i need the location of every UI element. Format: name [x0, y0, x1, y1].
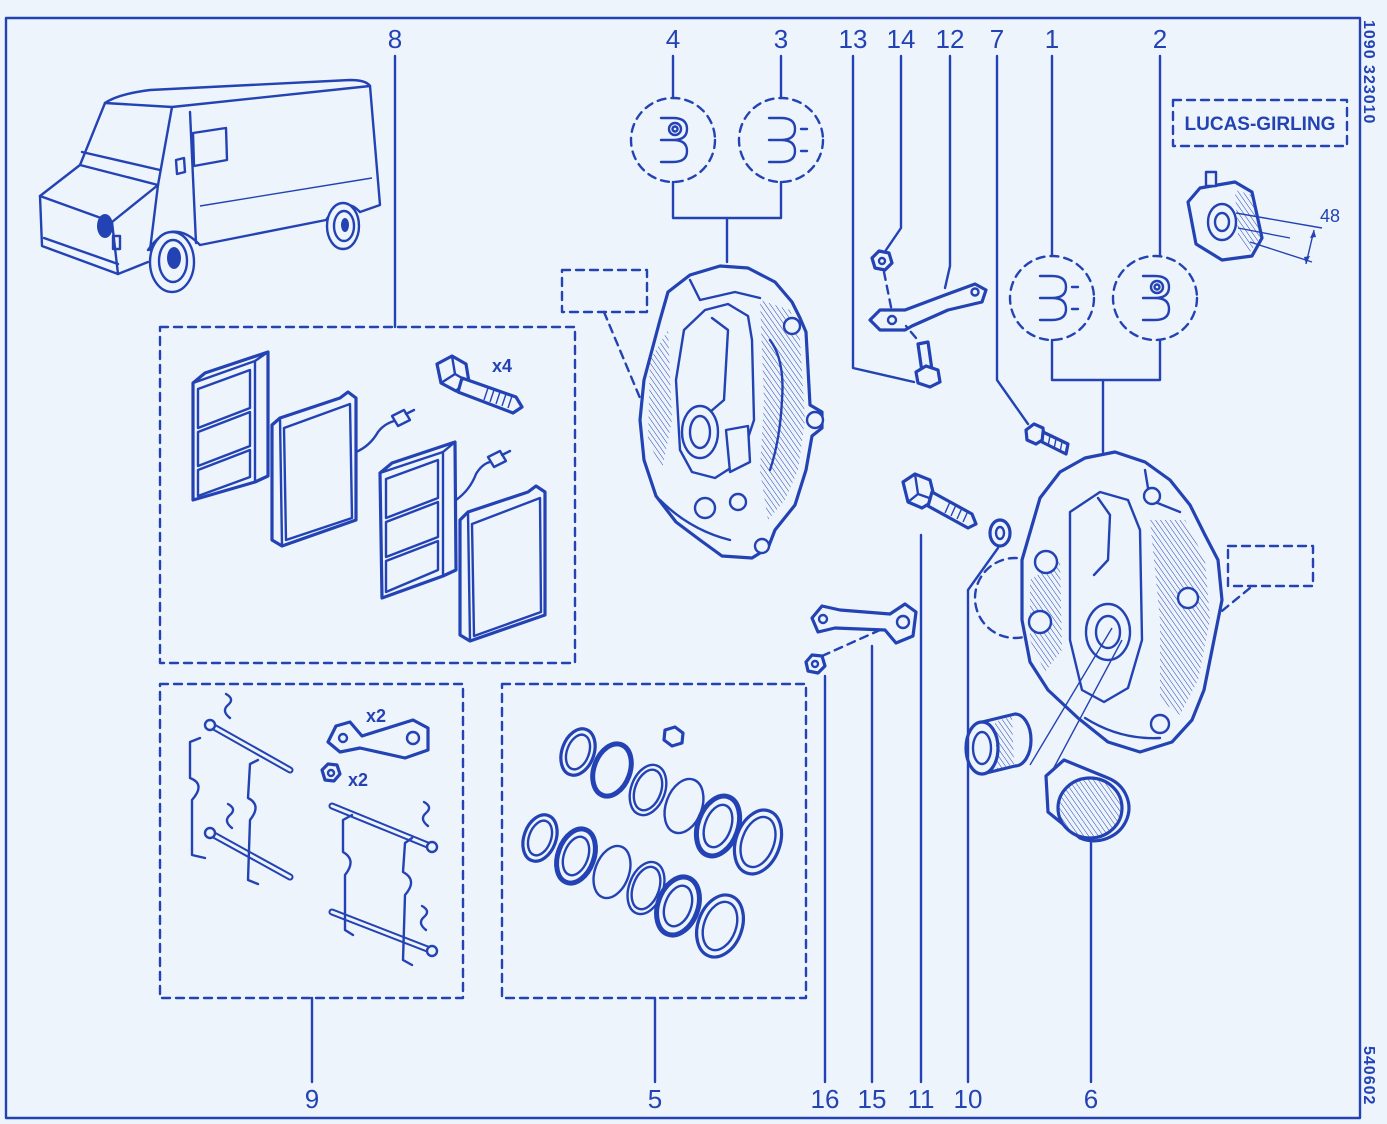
- callout-5: 5: [648, 1084, 662, 1114]
- reference-code-bottom: 540602: [1360, 1046, 1377, 1105]
- callout-3: 3: [774, 24, 788, 54]
- callout-8: 8: [388, 24, 402, 54]
- pad-retaining-pin-1: [203, 718, 294, 774]
- caliper-assembly-right: [1020, 450, 1224, 754]
- nut-14-assembly-leader: [882, 270, 894, 314]
- caliper-assembly-left: [638, 264, 825, 560]
- callout-7: 7: [990, 24, 1004, 54]
- bleeder-dust-cap: [662, 725, 685, 748]
- bracket-plate-12: [868, 282, 988, 332]
- callout-16: 16: [811, 1084, 840, 1114]
- pad-kit-box: [158, 325, 577, 665]
- bolt-13: [914, 340, 942, 389]
- bracket-quantity-label: x2: [366, 706, 386, 726]
- piston-6: [1044, 758, 1131, 843]
- callout-12: 12: [936, 24, 965, 54]
- brake-pad-backing-d: [458, 484, 547, 643]
- caliper-mounting-bolt-11: [901, 472, 978, 530]
- bolt-quantity-label: x4: [492, 356, 512, 376]
- callout-6: 6: [1084, 1084, 1098, 1114]
- pin-clip-kit-box: [158, 682, 465, 1000]
- nut-16: [804, 653, 827, 675]
- van-front-caliper-highlight-icon: [97, 214, 113, 238]
- seal-detail-1: [1008, 254, 1096, 342]
- r-clips: [223, 692, 431, 932]
- seal-detail-2: [1111, 254, 1199, 342]
- brand-label: LUCAS-GIRLING: [1185, 114, 1336, 135]
- brand-label-box: [1171, 98, 1349, 148]
- callout-1: 1: [1045, 24, 1059, 54]
- pad-wear-sensor-wire-c: [454, 449, 512, 502]
- caliper-left-reference-box: [560, 268, 649, 314]
- callout-13: 13: [839, 24, 868, 54]
- caliper-bracket-x2: [326, 718, 430, 760]
- leader-lines: [310, 54, 1162, 1084]
- brake-pad-friction-c: [378, 440, 458, 600]
- brake-pad-backing-b: [270, 390, 358, 548]
- dimension-label: 48: [1320, 206, 1340, 226]
- bolt-13-assembly-leader: [904, 324, 918, 340]
- nut-16-assembly-leader: [820, 628, 882, 658]
- caliper-guide-bolt-x4: [435, 354, 524, 415]
- piston-assembly-lines: [1029, 627, 1123, 776]
- callout-4: 4: [666, 24, 680, 54]
- van-rear-wheel: [325, 201, 361, 251]
- pad-wear-sensor-wire-b: [354, 408, 416, 454]
- piston-small: [964, 712, 1033, 776]
- bracket-15: [810, 602, 918, 645]
- reference-code-top: 1090 323010: [1360, 20, 1377, 124]
- van-illustration: [38, 78, 382, 294]
- bleeder-screw-7: [1024, 422, 1070, 456]
- callout-15: 15: [858, 1084, 887, 1114]
- nut-quantity-label: x2: [348, 770, 368, 790]
- anti-rattle-springs: [188, 736, 414, 967]
- piston-seal-rings: [521, 727, 784, 959]
- callout-10: 10: [954, 1084, 983, 1114]
- callout-labels: 8 4 3 13 14 12 7 1 2 9 5 16 15 11 10 6: [305, 24, 1167, 1114]
- callout-2: 2: [1153, 24, 1167, 54]
- seal-detail-4: [629, 96, 717, 184]
- callout-11: 11: [908, 1084, 935, 1114]
- diagram-frame: [4, 16, 1362, 1120]
- callout-14: 14: [887, 24, 916, 54]
- brake-pad-friction-a: [191, 350, 270, 502]
- pad-retaining-pin-2: [203, 826, 294, 881]
- callout-9: 9: [305, 1084, 319, 1114]
- inset-caliper-bolt-detail: [1186, 170, 1323, 265]
- caliper-right-reference-box: [1226, 544, 1315, 588]
- nut-14: [870, 249, 894, 272]
- nut-x2: [320, 762, 342, 783]
- caliper-left-reference-leader: [602, 310, 642, 400]
- pad-retaining-pin-3: [328, 802, 439, 854]
- van-front-wheel: [148, 230, 196, 294]
- seal-detail-3: [737, 96, 825, 184]
- pad-retaining-pin-4: [328, 908, 439, 958]
- washer-10: [988, 518, 1012, 548]
